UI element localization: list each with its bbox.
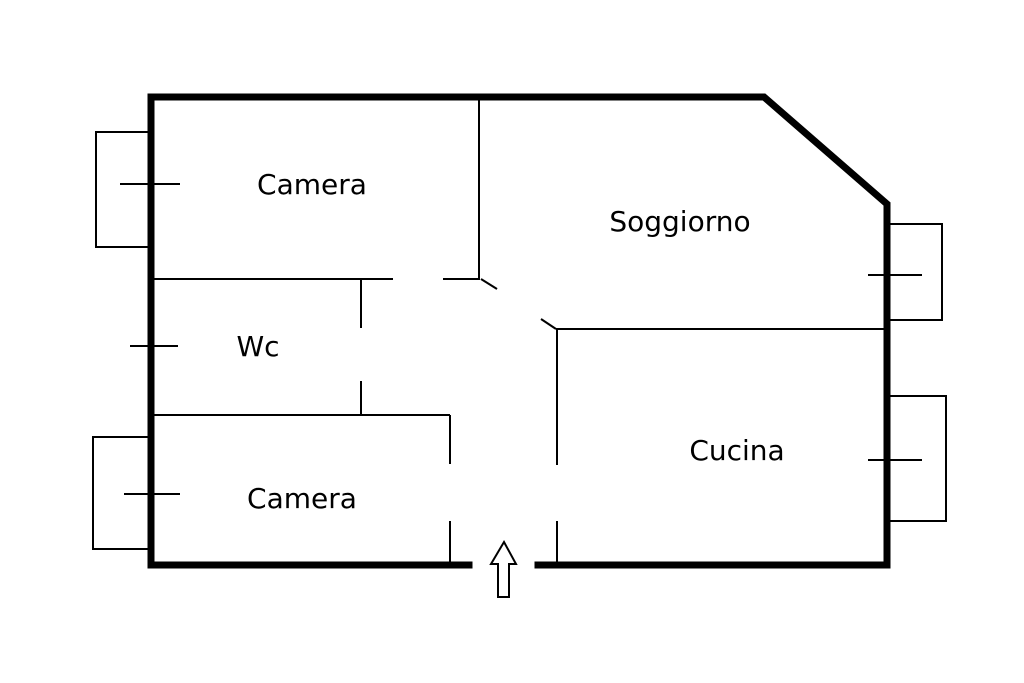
balcony-top-left xyxy=(95,131,148,248)
room-label-soggiorno: Soggiorno xyxy=(609,205,750,238)
room-label-camera-bottom: Camera xyxy=(247,482,357,515)
door-swing-soggiorno xyxy=(480,278,498,290)
outer-wall-top-left-bottom xyxy=(147,93,891,569)
balcony-bottom-left xyxy=(92,436,148,550)
balconies xyxy=(92,131,947,550)
entrance-arrow-icon xyxy=(489,539,518,598)
room-label-wc: Wc xyxy=(236,330,279,363)
outer-walls xyxy=(147,93,891,569)
room-label-camera-top: Camera xyxy=(257,168,367,201)
balcony-right-lower xyxy=(890,395,947,522)
door-swing-cucina xyxy=(540,318,557,330)
interior-walls xyxy=(154,100,884,562)
room-label-cucina: Cucina xyxy=(689,434,784,467)
balcony-right-upper xyxy=(890,223,943,321)
window-ticks xyxy=(120,183,922,495)
